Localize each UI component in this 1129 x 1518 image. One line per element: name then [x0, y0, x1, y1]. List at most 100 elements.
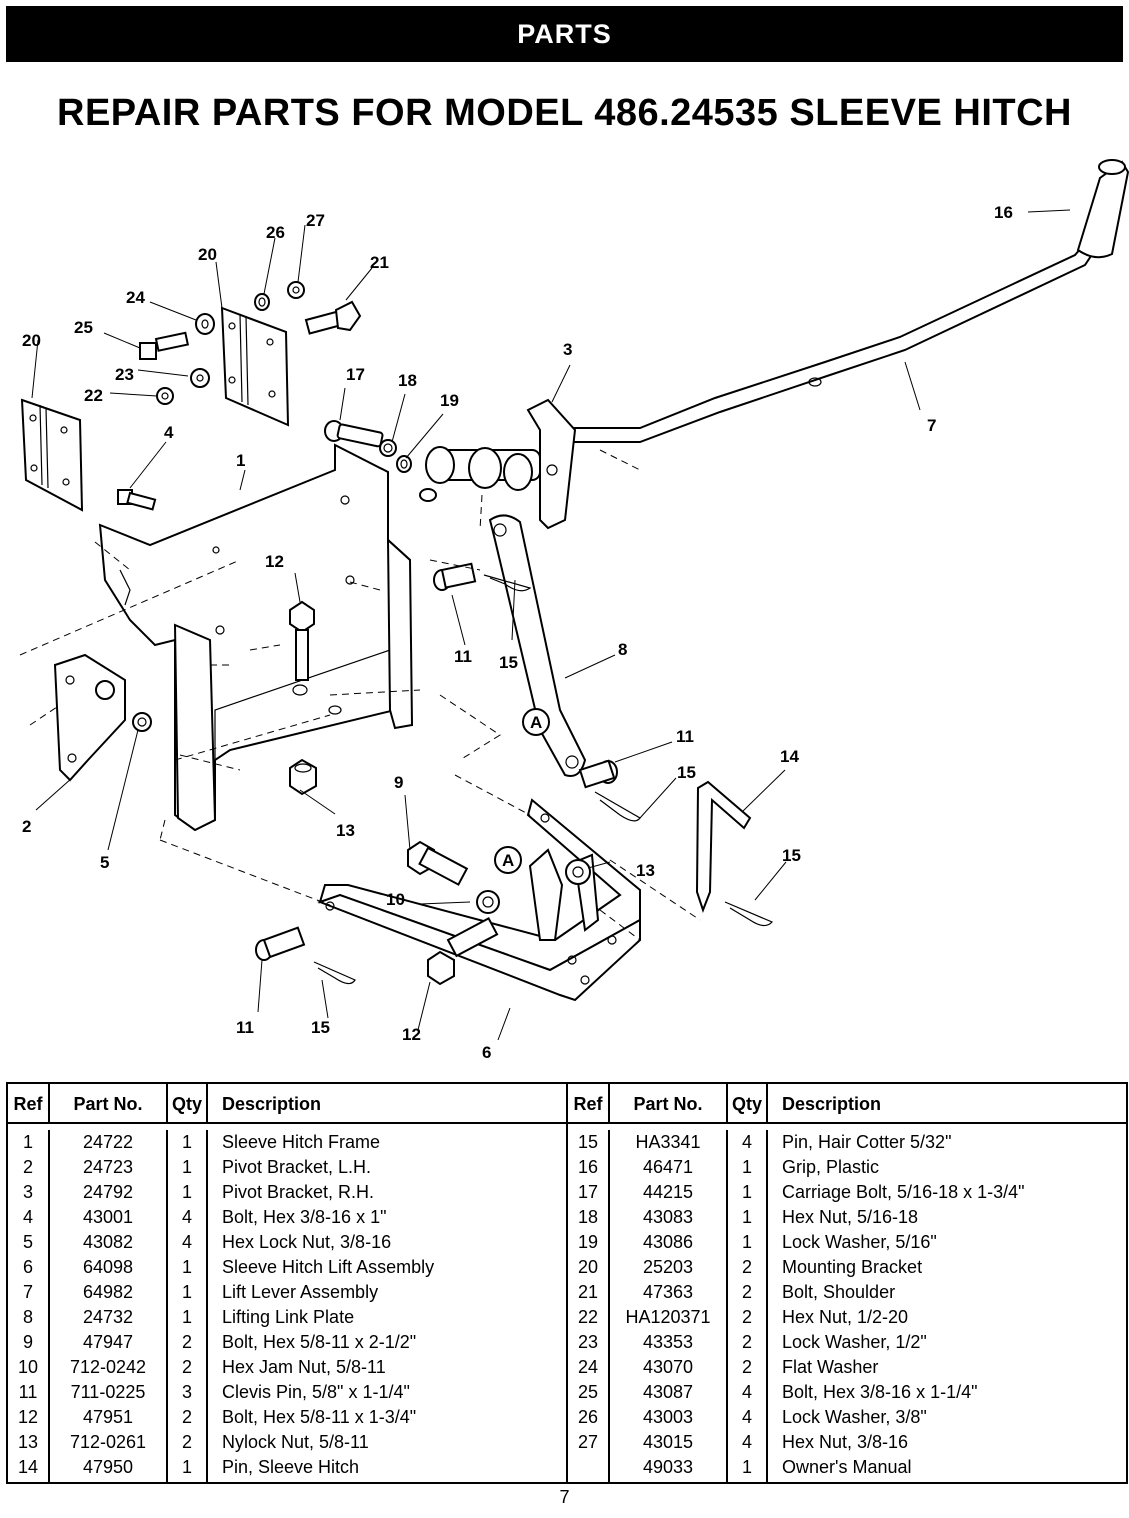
label-8: 8: [618, 640, 627, 659]
hex-bolt-3-8-long: [139, 331, 190, 360]
lifting-link-plate: [488, 514, 587, 777]
cell-qty: 4: [728, 1430, 768, 1455]
callout-a-lower: A: [494, 846, 522, 874]
pivot-shaft: [419, 446, 541, 502]
cell-description: Lock Washer, 1/2": [782, 1332, 927, 1352]
cell-qty: 4: [728, 1130, 768, 1155]
frame-side-plate: [173, 623, 217, 832]
hex-lock-nut-3-8: [132, 712, 152, 732]
cell-ref: 24: [568, 1355, 610, 1380]
hex-nut-1-2: [156, 387, 174, 405]
cell-qty: 1: [168, 1155, 208, 1180]
cell-ref: 18: [568, 1205, 610, 1230]
flat-washer: [195, 313, 215, 335]
cell-ref: 26: [568, 1405, 610, 1430]
cell-qty: 1: [168, 1130, 208, 1155]
nylock-nut-lower: [565, 859, 591, 885]
cell-qty: 4: [728, 1405, 768, 1430]
cell-qty: 1: [728, 1180, 768, 1205]
label-11b: 11: [676, 727, 694, 746]
svg-text:A: A: [502, 851, 514, 870]
cell-description: Bolt, Hex 3/8-16 x 1": [222, 1207, 387, 1227]
lift-lever-assembly: [547, 238, 1097, 443]
cell-part-no: 43353: [610, 1330, 728, 1355]
cell-description: Hex Nut, 1/2-20: [782, 1307, 909, 1327]
label-9: 9: [394, 773, 403, 792]
cell-description: Mounting Bracket: [782, 1257, 923, 1277]
label-17: 17: [346, 365, 365, 384]
cell-description: Sleeve Hitch Lift Assembly: [222, 1257, 435, 1277]
cell-qty: 2: [168, 1355, 208, 1380]
cell-part-no: 712-0261: [50, 1430, 168, 1455]
cell-description: Bolt, Hex 5/8-11 x 2-1/2": [222, 1332, 417, 1352]
header-part-no: Part No.: [610, 1084, 728, 1122]
hex-nut-5-16: [379, 439, 397, 457]
cell-description: Hex Lock Nut, 3/8-16: [222, 1232, 392, 1252]
cell-ref: 3: [8, 1180, 50, 1205]
column-rule: [610, 1480, 728, 1482]
cell-part-no: 47951: [50, 1405, 168, 1430]
cell-part-no: 43003: [610, 1405, 728, 1430]
clevis-pin-middle: [578, 759, 618, 789]
cell-part-no: 711-0225: [50, 1380, 168, 1405]
cell-part-no: 43070: [610, 1355, 728, 1380]
cell-qty: 1: [168, 1280, 208, 1305]
cell-description: Pin, Sleeve Hitch: [222, 1457, 360, 1477]
column-rule: [768, 1480, 1126, 1482]
cell-description: Sleeve Hitch Frame: [222, 1132, 381, 1152]
label-24: 24: [126, 288, 145, 307]
cell-description: Carriage Bolt, 5/16-18 x 1-3/4": [782, 1182, 1025, 1202]
cell-description: Lifting Link Plate: [222, 1307, 355, 1327]
cell-description: Bolt, Shoulder: [782, 1282, 896, 1302]
cell-description: Nylock Nut, 5/8-11: [222, 1432, 369, 1452]
column-rule: [50, 1480, 168, 1482]
table-header: Ref Part No. Qty Description: [568, 1084, 1126, 1124]
cell-qty: 1: [168, 1255, 208, 1280]
cell-description: Owner's Manual: [782, 1457, 912, 1477]
clevis-pin-upper: [433, 562, 477, 591]
sleeve-hitch-pin: [695, 780, 752, 913]
cell-qty: 2: [728, 1255, 768, 1280]
header-part-no: Part No.: [50, 1084, 168, 1122]
label-15c: 15: [782, 846, 801, 865]
column-rule: [208, 1480, 566, 1482]
cell-description: Clevis Pin, 5/8" x 1-1/4": [222, 1382, 410, 1402]
label-26: 26: [266, 223, 285, 242]
cell-ref: 16: [568, 1155, 610, 1180]
callout-a-upper: A: [522, 708, 550, 736]
cell-qty: 4: [168, 1205, 208, 1230]
column-rule: [8, 1480, 50, 1482]
cell-ref: 8: [8, 1305, 50, 1330]
cell-ref: 1: [8, 1130, 50, 1155]
hex-bolt-5-8-short: [427, 917, 499, 986]
cell-qty: 3: [168, 1380, 208, 1405]
cell-ref: 10: [8, 1355, 50, 1380]
mounting-bracket-left: [20, 398, 84, 512]
hair-cotter-upper: [483, 574, 532, 592]
carriage-bolt: [324, 420, 384, 448]
table-header: Ref Part No. Qty Description: [8, 1084, 566, 1124]
cell-description: Lock Washer, 5/16": [782, 1232, 937, 1252]
header-qty: Qty: [168, 1084, 208, 1122]
cell-qty: 2: [728, 1305, 768, 1330]
cell-qty: 4: [728, 1380, 768, 1405]
label-5: 5: [100, 853, 109, 872]
cell-part-no: 43083: [610, 1205, 728, 1230]
cell-ref: 4: [8, 1205, 50, 1230]
cell-ref: 15: [568, 1130, 610, 1155]
cell-part-no: 44215: [610, 1180, 728, 1205]
label-7: 7: [927, 416, 936, 435]
label-15b: 15: [677, 763, 696, 782]
label-25: 25: [74, 318, 93, 337]
